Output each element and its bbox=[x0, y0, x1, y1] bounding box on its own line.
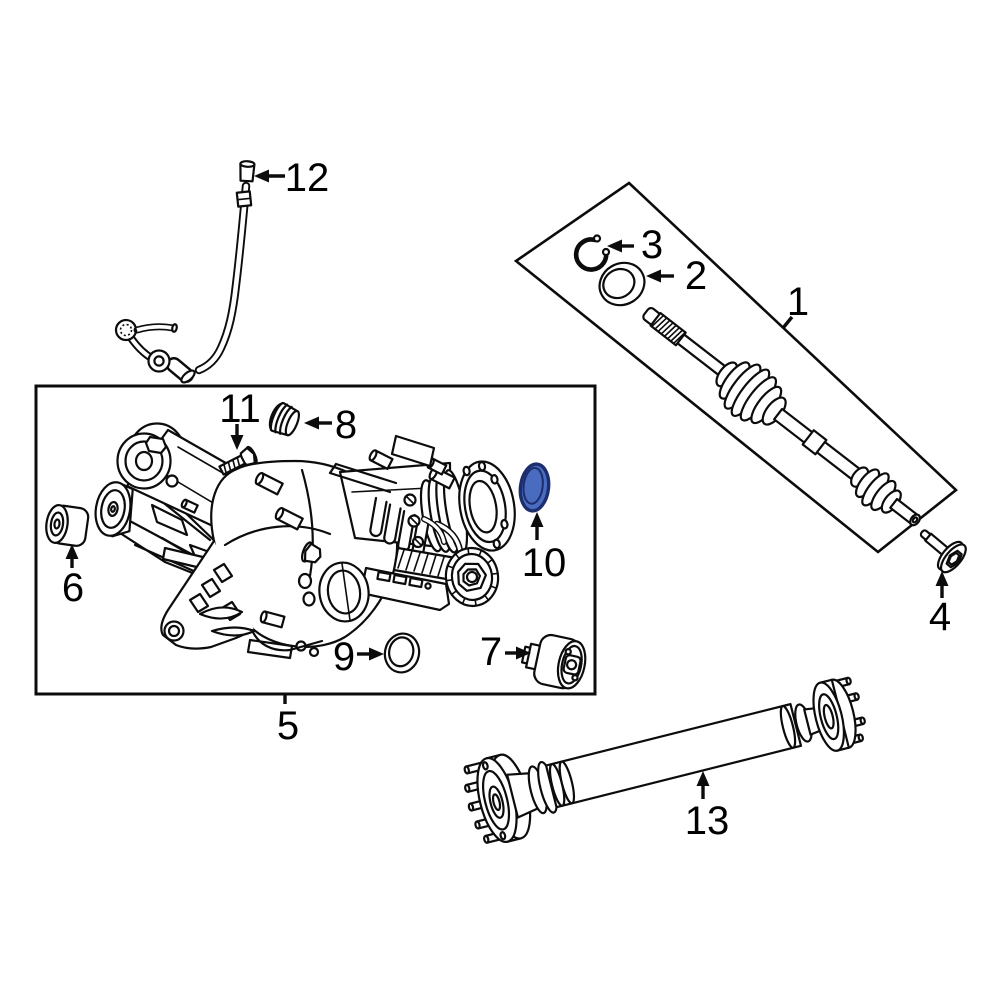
svg-text:2: 2 bbox=[685, 254, 707, 298]
svg-text:3: 3 bbox=[641, 223, 663, 267]
svg-text:13: 13 bbox=[685, 799, 730, 843]
svg-text:6: 6 bbox=[62, 566, 84, 610]
svg-text:11: 11 bbox=[219, 387, 261, 431]
svg-text:7: 7 bbox=[480, 630, 502, 674]
svg-text:4: 4 bbox=[929, 595, 951, 639]
svg-text:9: 9 bbox=[333, 635, 355, 679]
svg-text:12: 12 bbox=[285, 156, 330, 200]
svg-text:1: 1 bbox=[787, 280, 809, 324]
svg-text:8: 8 bbox=[335, 403, 357, 447]
svg-text:10: 10 bbox=[522, 541, 567, 585]
svg-text:5: 5 bbox=[277, 704, 299, 748]
